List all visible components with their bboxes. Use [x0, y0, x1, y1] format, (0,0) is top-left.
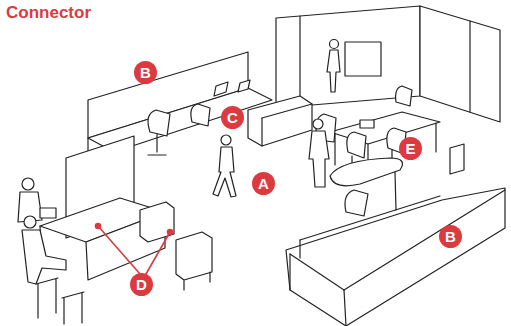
- laptop: [40, 208, 56, 218]
- chair: [191, 104, 210, 126]
- table-leg: [435, 123, 436, 152]
- person: [327, 40, 340, 93]
- cabinet-edge: [261, 118, 262, 146]
- sketch-lines: [18, 6, 505, 326]
- person-body: [213, 147, 236, 197]
- panel-edge: [290, 254, 344, 290]
- person-head: [221, 135, 231, 145]
- chair: [396, 86, 412, 106]
- laptop: [214, 82, 228, 96]
- leader-line: [146, 232, 170, 274]
- person: [213, 135, 236, 197]
- person-head: [24, 216, 36, 228]
- panel-edge: [299, 240, 300, 258]
- chair: [345, 190, 368, 216]
- diagram-title: Connector: [6, 3, 91, 23]
- armchair: [140, 202, 174, 242]
- table-top: [330, 112, 440, 144]
- cabinet: [450, 144, 464, 174]
- tall-panel: [420, 6, 500, 122]
- laptop: [238, 80, 250, 92]
- panel-edge: [344, 190, 505, 290]
- panel-edge: [289, 254, 290, 290]
- callout-letter: E: [399, 137, 422, 160]
- leader-dot: [96, 224, 101, 229]
- desk-leg: [395, 172, 396, 210]
- panel-edge: [300, 196, 440, 240]
- stool: [62, 292, 84, 324]
- workstation: [286, 119, 505, 326]
- leader-line: [96, 224, 173, 275]
- leader-dot: [168, 230, 173, 235]
- callout-letter: B: [439, 225, 462, 248]
- person-body: [309, 131, 329, 187]
- chair: [148, 110, 170, 155]
- leader-line: [98, 226, 140, 274]
- callout-letter: C: [221, 106, 244, 129]
- cabinet-edge: [262, 104, 312, 118]
- armchair: [176, 232, 212, 290]
- person-body: [22, 230, 66, 284]
- panel-seam: [469, 21, 470, 112]
- callout-letter: D: [130, 273, 153, 296]
- person-head: [313, 119, 323, 129]
- callout-letter: A: [252, 172, 275, 195]
- panel-edge: [344, 290, 346, 326]
- laptop: [360, 120, 374, 128]
- person-head: [330, 40, 339, 49]
- cabinet: [248, 96, 312, 146]
- person-body: [327, 50, 340, 92]
- callout-letter: B: [134, 61, 157, 84]
- whiteboard: [345, 42, 381, 76]
- panel-seam: [299, 16, 300, 106]
- bench: [18, 136, 212, 324]
- tall-panel: [276, 6, 420, 108]
- person-head: [22, 178, 34, 190]
- desk-top: [330, 158, 402, 186]
- stool: [36, 278, 58, 318]
